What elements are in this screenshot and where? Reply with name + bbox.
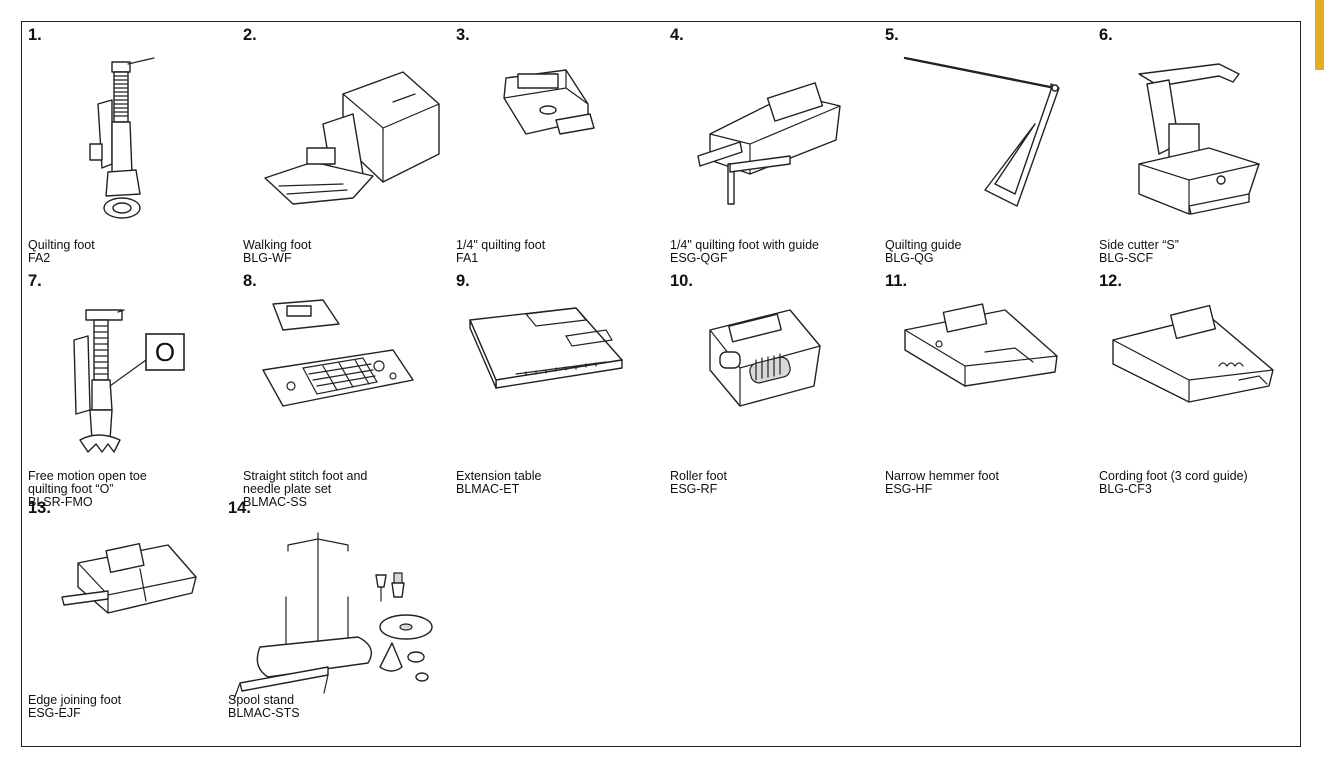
item-code: BLMAC-ET: [456, 482, 520, 496]
spool-stand-icon: [228, 517, 453, 705]
item-name-line2: quilting foot “O”: [28, 482, 114, 496]
walking-foot-icon: [243, 44, 453, 232]
item-caption: 1/4" quilting foot FA1: [456, 239, 545, 265]
item-number: 1.: [28, 26, 42, 44]
item-number: 9.: [456, 272, 470, 290]
item-number: 13.: [28, 499, 51, 517]
item-name: Cording foot (3 cord guide): [1099, 469, 1248, 483]
item-number: 6.: [1099, 26, 1113, 44]
item-code: ESG-EJF: [28, 706, 81, 720]
item-number: 10.: [670, 272, 693, 290]
item-name: Spool stand: [228, 693, 295, 707]
cording-foot-icon: [1099, 290, 1309, 478]
item-caption: Narrow hemmer foot ESG-HF: [885, 470, 999, 496]
item-caption: Side cutter “S” BLG-SCF: [1099, 239, 1179, 265]
item-caption: 1/4" quilting foot with guide ESG-QGF: [670, 239, 819, 265]
item-name: Extension table: [456, 469, 542, 483]
item-caption: Edge joining foot ESG-EJF: [28, 694, 121, 720]
item-number: 12.: [1099, 272, 1122, 290]
item-number: 2.: [243, 26, 257, 44]
quilting-foot-icon: [28, 44, 238, 232]
item-name: Narrow hemmer foot: [885, 469, 999, 483]
item-name: Straight stitch foot and: [243, 469, 368, 483]
item-name: Edge joining foot: [28, 693, 122, 707]
item-code: ESG-QGF: [670, 251, 728, 265]
open-toe-badge-letter: O: [155, 337, 175, 367]
item-number: 3.: [456, 26, 470, 44]
item-name: Quilting foot: [28, 238, 95, 252]
item-number: 11.: [885, 272, 908, 290]
accessory-table-frame: [21, 21, 1301, 747]
section-tab-marker: [1315, 0, 1324, 70]
item-caption: Extension table BLMAC-ET: [456, 470, 541, 496]
item-code: BLMAC-STS: [228, 706, 300, 720]
quarter-inch-quilting-foot-icon: [456, 44, 666, 232]
open-toe-badge-box: [145, 333, 185, 371]
item-name: Side cutter “S”: [1099, 238, 1179, 252]
item-code: FA1: [456, 251, 479, 265]
free-motion-open-toe-foot-icon: O: [28, 290, 238, 478]
item-code: ESG-RF: [670, 482, 718, 496]
item-code: BLG-CF3: [1099, 482, 1152, 496]
item-number: 4.: [670, 26, 684, 44]
edge-joining-foot-icon: [28, 517, 238, 705]
straight-stitch-foot-needle-plate-icon: [243, 290, 453, 478]
item-name: 1/4" quilting foot with guide: [670, 238, 819, 252]
item-name: Free motion open toe: [28, 469, 147, 483]
quilting-guide-icon: [885, 44, 1095, 232]
item-caption: Cording foot (3 cord guide) BLG-CF3: [1099, 470, 1248, 496]
narrow-hemmer-foot-icon: [885, 290, 1095, 478]
item-number: 14.: [228, 499, 251, 517]
extension-table-icon: [456, 290, 666, 478]
item-caption: Quilting foot FA2: [28, 239, 95, 265]
side-cutter-icon: [1099, 44, 1309, 232]
item-code: ESG-HF: [885, 482, 933, 496]
item-code: BLSR-FMO: [28, 495, 93, 509]
item-caption: Free motion open toe quilting foot “O” B…: [28, 470, 147, 509]
item-code: BLG-SCF: [1099, 251, 1154, 265]
item-name: Quilting guide: [885, 238, 962, 252]
item-code: BLG-WF: [243, 251, 292, 265]
item-caption: Straight stitch foot and needle plate se…: [243, 470, 367, 509]
item-code: FA2: [28, 251, 51, 265]
item-caption: Walking foot BLG-WF: [243, 239, 311, 265]
item-number: 8.: [243, 272, 257, 290]
item-number: 7.: [28, 272, 42, 290]
item-name-line2: needle plate set: [243, 482, 332, 496]
item-name: Walking foot: [243, 238, 312, 252]
item-name: 1/4" quilting foot: [456, 238, 546, 252]
item-caption: Spool stand BLMAC-STS: [228, 694, 300, 720]
item-caption: Quilting guide BLG-QG: [885, 239, 961, 265]
roller-foot-icon: [670, 290, 880, 478]
item-name: Roller foot: [670, 469, 727, 483]
item-code: BLG-QG: [885, 251, 934, 265]
quarter-inch-quilting-foot-with-guide-icon: [670, 44, 880, 232]
item-code: BLMAC-SS: [243, 495, 307, 509]
item-caption: Roller foot ESG-RF: [670, 470, 727, 496]
item-number: 5.: [885, 26, 899, 44]
